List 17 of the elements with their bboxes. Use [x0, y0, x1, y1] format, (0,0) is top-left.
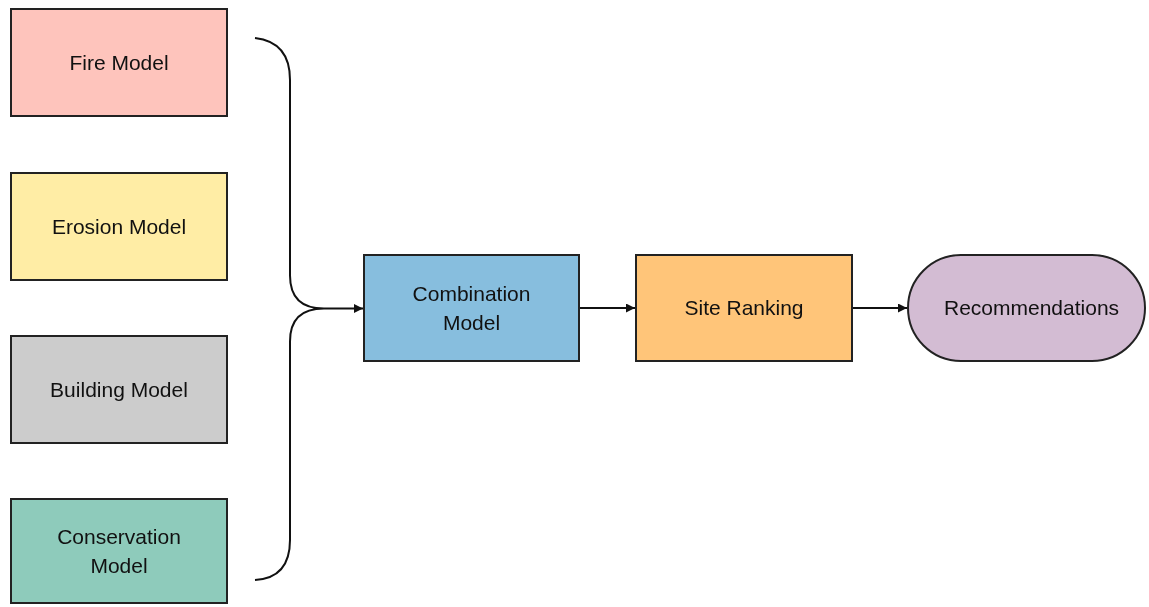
process-box [10, 335, 228, 444]
box-label: Fire Model [68, 49, 170, 76]
process-box [10, 8, 228, 117]
box-label: Erosion Model [50, 213, 188, 240]
arrow [579, 303, 636, 313]
process-box [363, 254, 580, 362]
box-label: Site Ranking [683, 295, 805, 322]
curly-bracket [254, 36, 324, 581]
box-label: Building Model [49, 376, 189, 403]
box-label: Conservation Model [56, 523, 182, 579]
box-label: Combination Model [411, 280, 532, 336]
arrow [852, 303, 908, 313]
process-box [635, 254, 853, 362]
process-box [10, 498, 228, 604]
box-label: Recommendations [943, 295, 1117, 322]
arrow [323, 304, 364, 313]
process-box [10, 172, 228, 281]
